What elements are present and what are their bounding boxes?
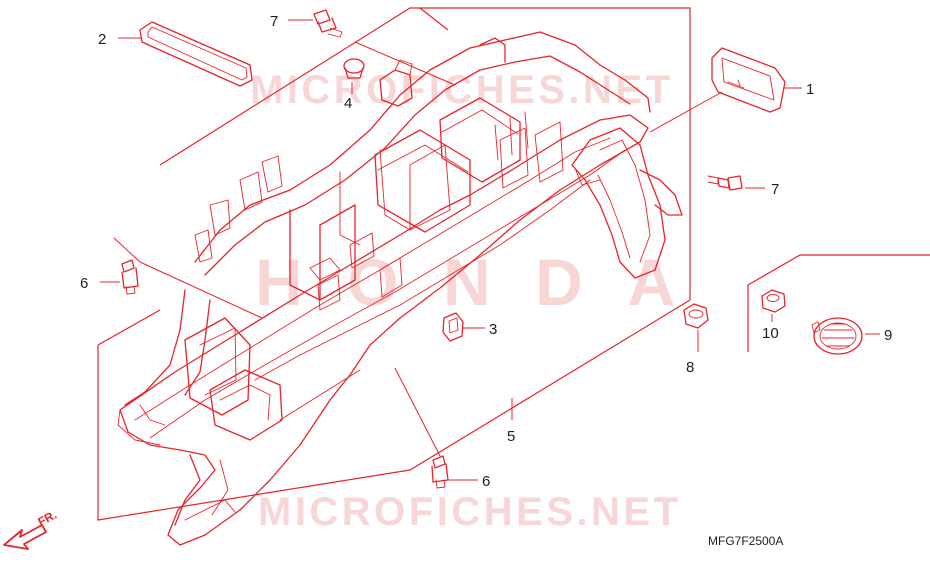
assembly-frame xyxy=(97,7,691,521)
watermark-middle: HONDA xyxy=(255,245,675,319)
part-2-rubber-band xyxy=(139,21,253,87)
part-6-bolt-upper xyxy=(121,259,139,295)
callout-8: 8 xyxy=(686,359,694,376)
part-10-nut xyxy=(761,289,786,313)
front-direction-arrow: FR. xyxy=(3,508,59,550)
mudguard-extension xyxy=(571,127,683,279)
callout-9: 9 xyxy=(884,327,892,344)
part-7-bolt-top xyxy=(313,9,343,38)
callout-3: 3 xyxy=(489,321,497,338)
callout-2: 2 xyxy=(98,31,106,48)
callout-1: 1 xyxy=(806,81,814,98)
callout-6-lower: 6 xyxy=(482,473,490,490)
callout-5: 5 xyxy=(507,428,515,445)
assembly-frame-lamp xyxy=(747,254,930,352)
callout-4: 4 xyxy=(344,95,352,112)
rear-fender xyxy=(117,31,651,546)
part-4-rubber-cap xyxy=(343,58,365,79)
part-3-clip-nut xyxy=(442,312,464,342)
diagram-code: MFG7F2500A xyxy=(708,534,783,548)
callout-10: 10 xyxy=(762,325,779,342)
watermark-top: MICROFICHES.NET xyxy=(250,68,670,112)
callout-7-right: 7 xyxy=(771,181,779,198)
callout-7-top: 7 xyxy=(270,13,278,30)
part-6-bolt-lower xyxy=(431,455,449,489)
callout-6-upper: 6 xyxy=(80,275,88,292)
part-1-reflector-plate xyxy=(711,47,786,113)
part-9-reflector xyxy=(811,317,863,355)
leader-lines xyxy=(100,19,880,481)
part-7-bolt-right xyxy=(707,175,743,191)
part-8-collar-nut xyxy=(683,303,709,329)
watermark-bottom: MICROFICHES.NET xyxy=(258,490,678,534)
